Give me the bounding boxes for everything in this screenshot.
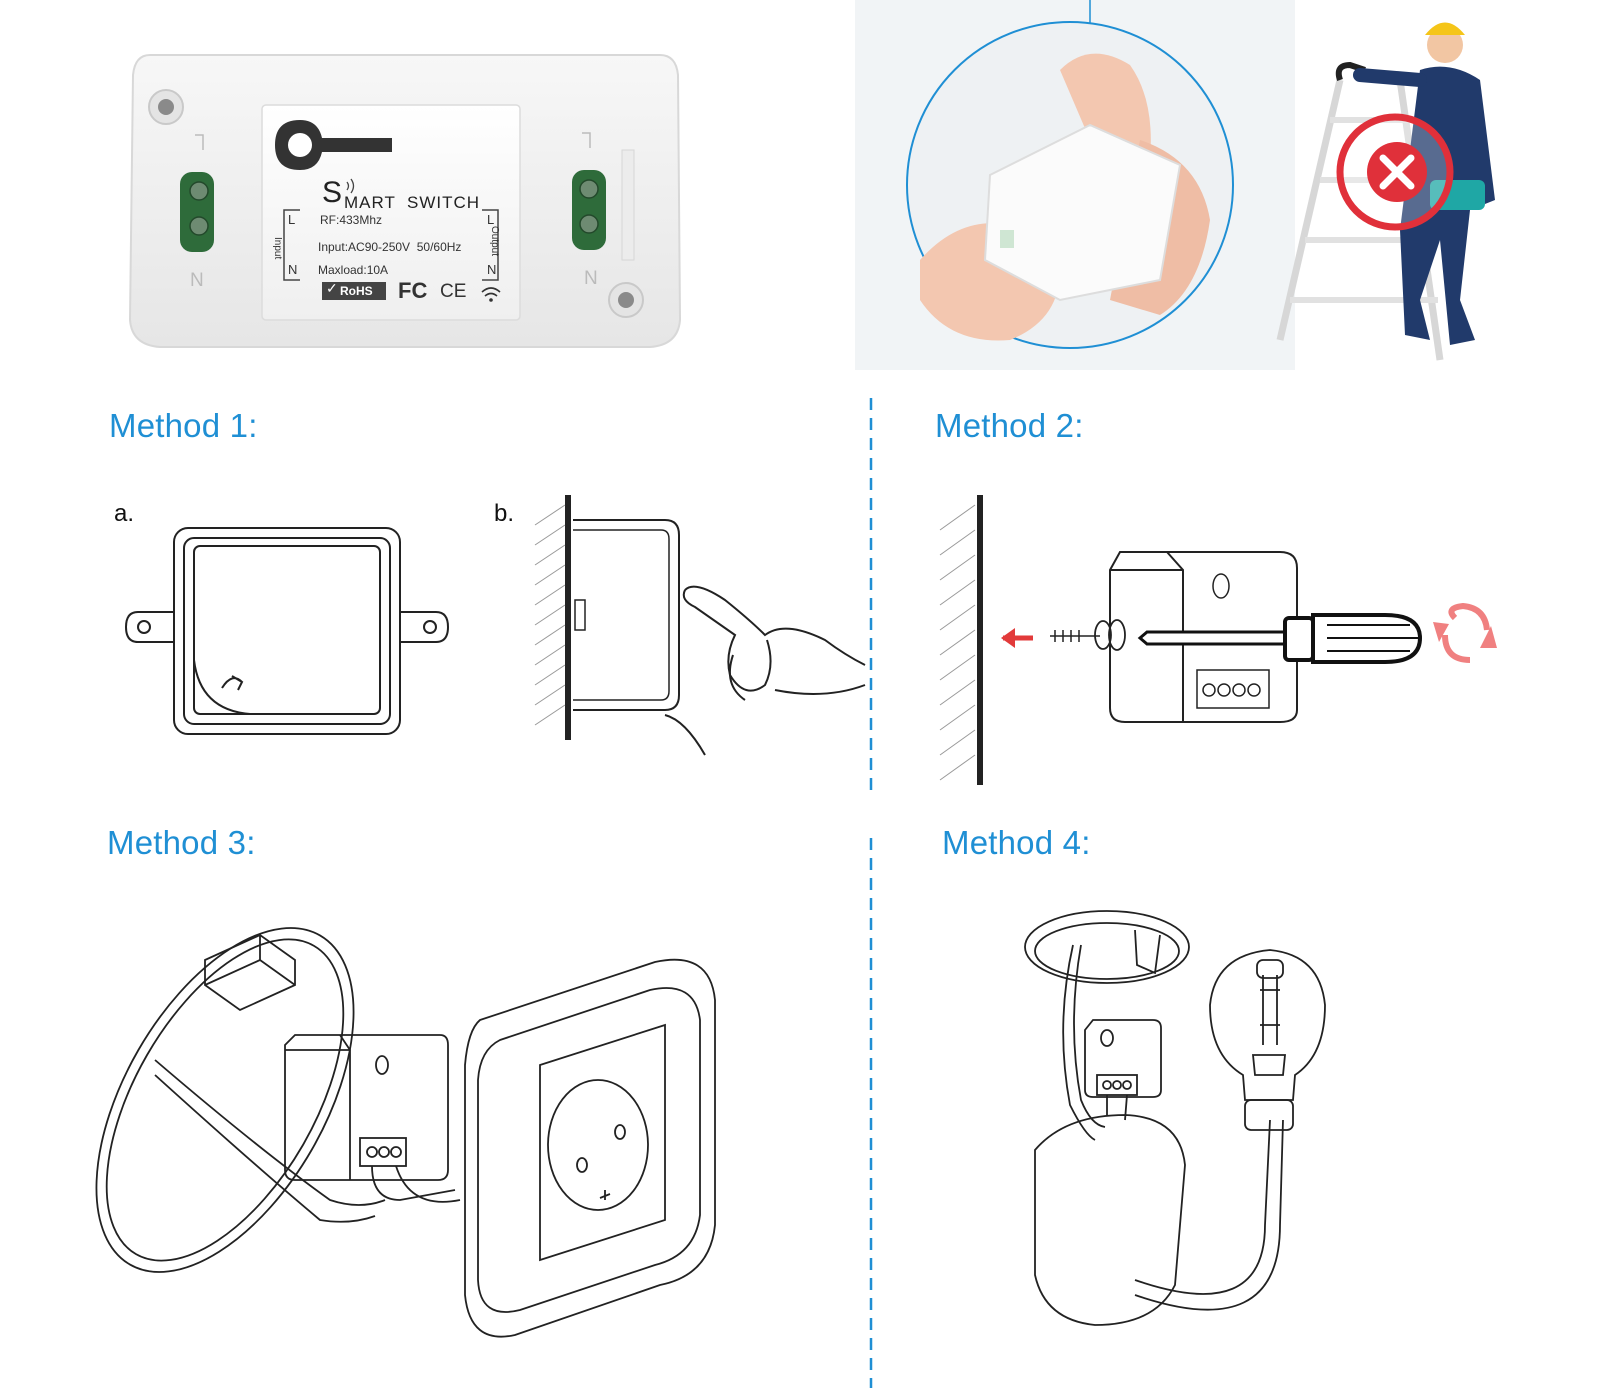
fc-mark: FC xyxy=(398,278,428,303)
ce-mark: CE xyxy=(440,281,467,302)
install-photo xyxy=(760,0,1600,370)
device-n-output: N xyxy=(487,262,497,277)
case-right-n: N xyxy=(584,268,598,289)
rohs-badge: RoHS xyxy=(340,284,373,298)
method-3-heading: Method 3: xyxy=(107,824,256,861)
method-1a-diagram xyxy=(124,527,450,735)
arrow-left-icon xyxy=(1001,628,1033,648)
method-4-heading: Method 4: xyxy=(942,824,1091,861)
device-l-output: L xyxy=(487,212,495,227)
device-maxload: Maxload:10A xyxy=(318,263,389,277)
screwdriver-icon xyxy=(1137,613,1423,664)
device-output-label: Output xyxy=(489,226,500,257)
rohs-check-icon: ✓ xyxy=(326,280,338,296)
device-n-input: N xyxy=(288,262,298,277)
method-2-heading: Method 2: xyxy=(935,407,1084,444)
method-3-diagram xyxy=(95,927,716,1338)
method-2-diagram xyxy=(939,495,1497,785)
device-l-input: L xyxy=(288,212,296,227)
wifi-icon xyxy=(481,287,501,302)
signal-icon xyxy=(346,178,355,194)
device-title: MART SWITCH xyxy=(344,193,481,212)
rotate-icon xyxy=(1433,602,1497,663)
device-input-label: Input xyxy=(272,237,283,260)
device-photo: S MART SWITCH RF:433Mhz Input:AC90-250V … xyxy=(0,0,760,370)
method-divider xyxy=(869,398,873,1388)
device-rf: RF:433Mhz xyxy=(320,213,383,227)
case-left-n: N xyxy=(190,270,204,291)
prohibited-icon xyxy=(1336,113,1454,231)
finger-press-icon xyxy=(664,585,866,756)
method-4-diagram xyxy=(1024,910,1326,1326)
step-a-label: a. xyxy=(114,500,135,527)
method-1-heading: Method 1: xyxy=(109,407,258,444)
step-b-label: b. xyxy=(494,500,515,527)
device-logo-letter: S xyxy=(322,176,343,209)
device-input-spec: Input:AC90-250V 50/60Hz xyxy=(318,240,462,254)
method-1b-diagram xyxy=(534,495,866,756)
